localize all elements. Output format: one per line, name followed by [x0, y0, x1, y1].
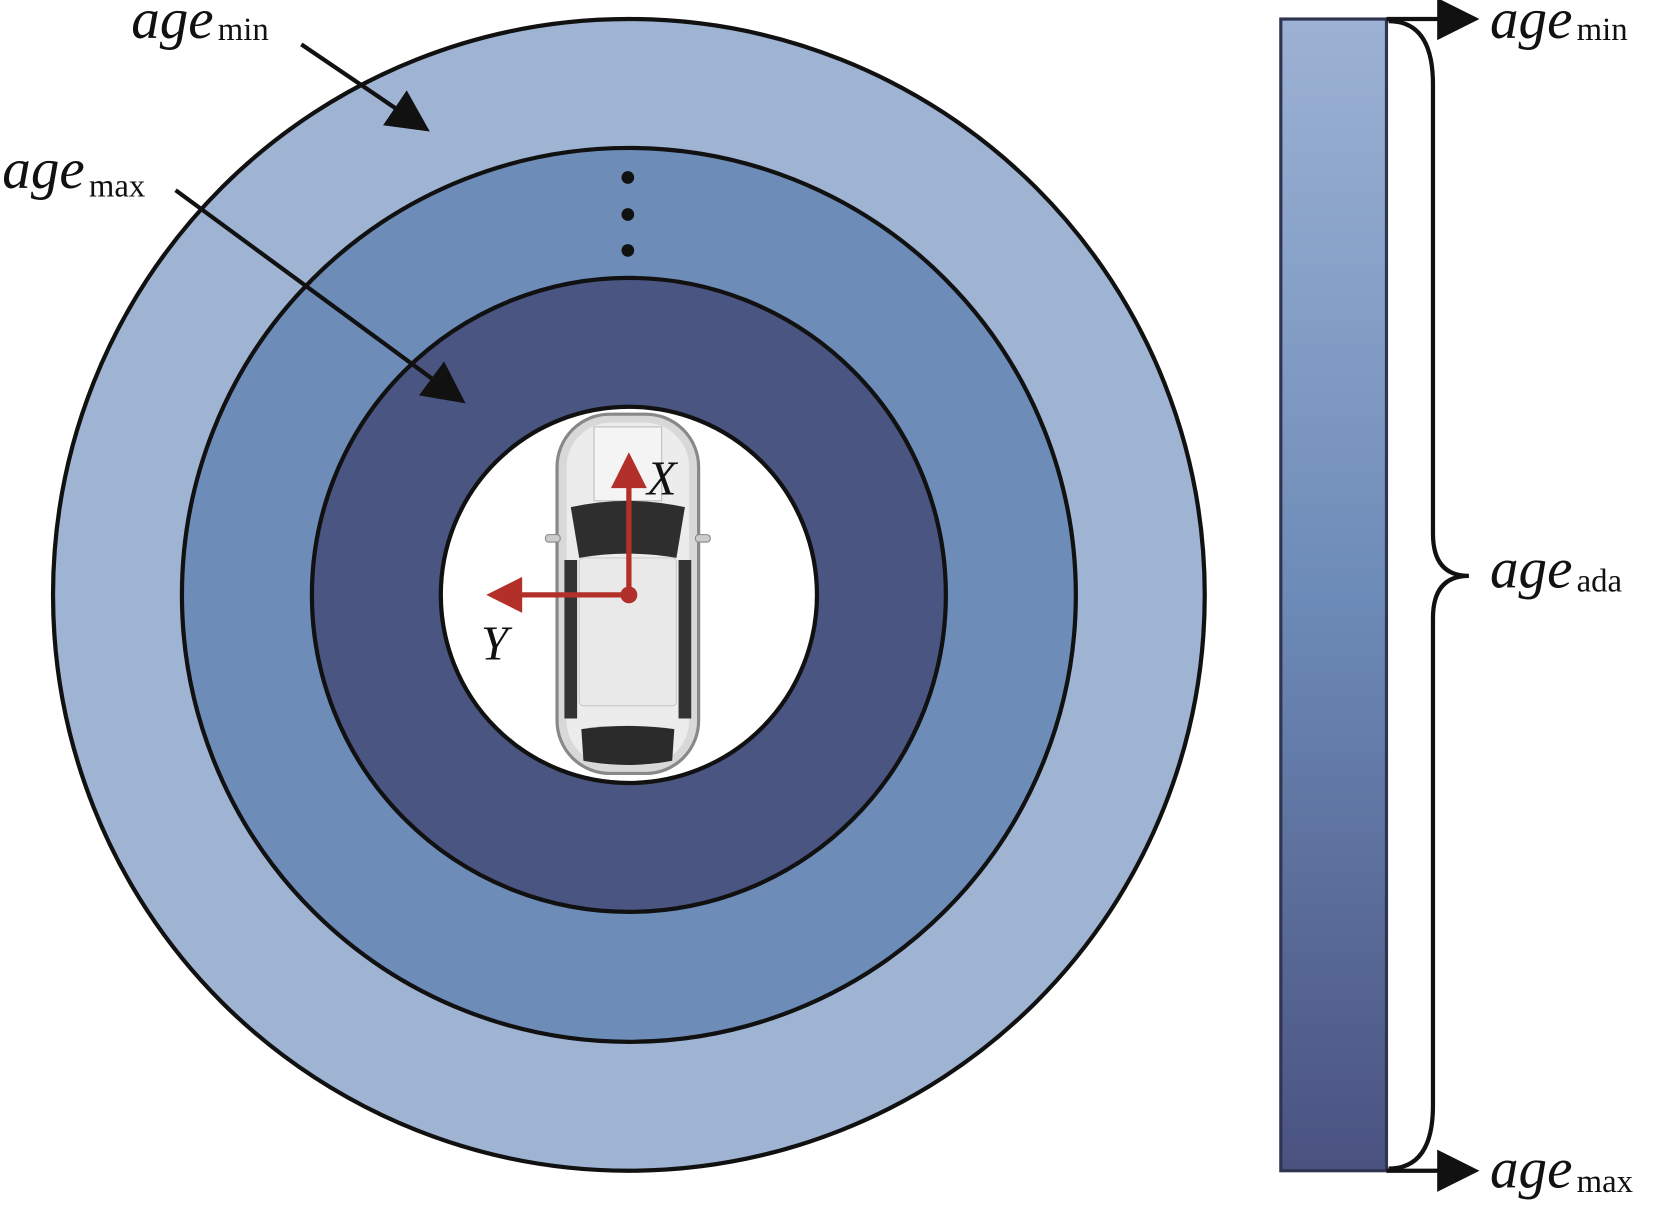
vehicle-axes: [486, 452, 647, 613]
outer-ring-arrow: [300, 42, 430, 132]
y-axis-label: Y: [481, 616, 513, 670]
scale-brace: [1388, 19, 1469, 1171]
age-scale-bar: [1279, 17, 1389, 1173]
inner-ring-arrow: [174, 188, 466, 404]
x-axis-arrow-icon: [610, 452, 647, 489]
ellipsis-dots: [621, 171, 635, 257]
y-axis-arrow-icon: [486, 576, 523, 613]
x-axis-label: X: [645, 451, 679, 505]
